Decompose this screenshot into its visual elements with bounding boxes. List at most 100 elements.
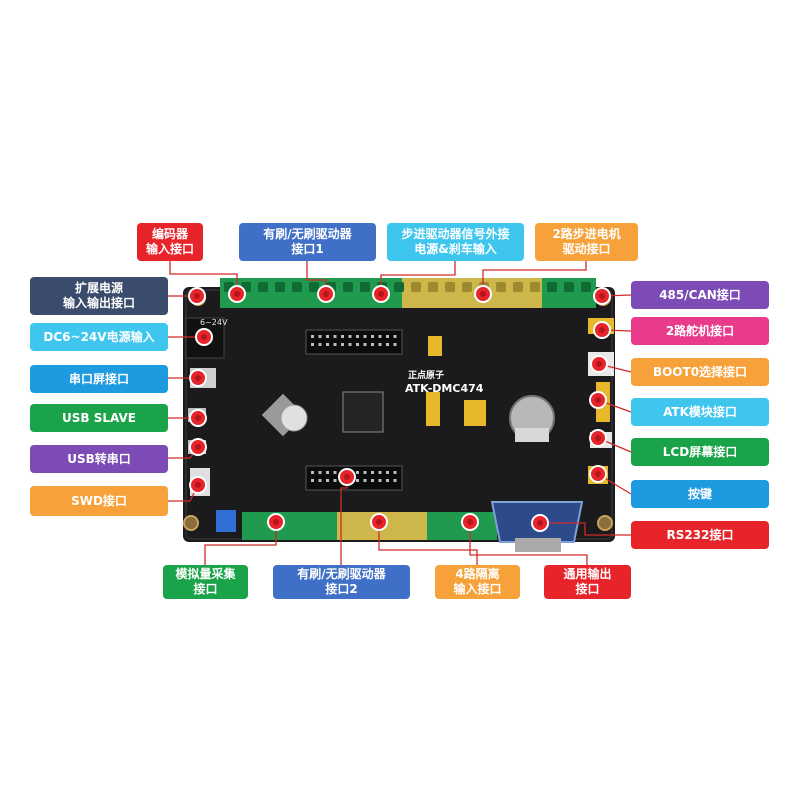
terminal-screw (513, 282, 523, 292)
terminal-screw (258, 282, 268, 292)
marker-dot-core (378, 291, 384, 297)
header-pin (356, 479, 359, 482)
header-pin (393, 471, 397, 474)
header-pin (378, 471, 382, 474)
pcb-board (183, 287, 615, 542)
leader-line-stepper-signal (380, 261, 456, 294)
marker-dot-core (194, 293, 200, 299)
board-model: ATK-DMC474 (405, 382, 484, 395)
power-label: 6~24V (200, 318, 228, 327)
marker-dot-core (195, 415, 201, 421)
header-pin (326, 471, 329, 474)
buzzer (280, 404, 308, 432)
callout-rs485-can: 485/CAN接口 (631, 281, 769, 309)
callout-boot0: BOOT0选择接口 (631, 358, 769, 386)
callout-isolated-input: 4路隔离 输入接口 (435, 565, 520, 599)
callout-lcd: LCD屏幕接口 (631, 438, 769, 466)
callout-key: 按键 (631, 480, 769, 508)
callout-rs232: RS232接口 (631, 521, 769, 549)
header-pin (333, 479, 337, 482)
marker-dot-core (599, 327, 605, 333)
marker-dot-core (234, 291, 240, 297)
header-pin (318, 471, 322, 474)
terminal-screw (411, 282, 421, 292)
terminal-screw (275, 282, 285, 292)
marker-dot-core (195, 482, 201, 488)
callout-brush-driver-1: 有刷/无刷驱动器 接口1 (239, 223, 376, 261)
callout-swd: SWD接口 (30, 486, 168, 516)
callout-stepper-signal: 步进驱动器信号外接 电源&刹车输入 (387, 223, 524, 261)
header-pin (371, 343, 374, 346)
header-pin (393, 479, 397, 482)
header-pin (371, 479, 374, 482)
mcu-chip (342, 391, 384, 433)
header-pin (386, 335, 389, 338)
header-pin (348, 335, 352, 338)
marker-dot-core (467, 519, 473, 525)
mount-hole (597, 515, 613, 531)
terminal-screw (360, 282, 370, 292)
marker-dot-core (195, 444, 201, 450)
callout-encoder: 编码器 输入接口 (137, 223, 203, 261)
marker-dot-core (595, 435, 601, 441)
header-pin (311, 335, 314, 338)
mount-hole (183, 515, 199, 531)
marker-dot-core (323, 291, 329, 297)
header-pin (356, 343, 359, 346)
terminal-screw (462, 282, 472, 292)
callout-serial-screen: 串口屏接口 (30, 365, 168, 393)
header-pin (393, 343, 397, 346)
callout-usb-serial: USB转串口 (30, 445, 168, 473)
terminal-screw (445, 282, 455, 292)
jumper (464, 400, 486, 426)
header-pin (318, 343, 322, 346)
header-pin (356, 335, 359, 338)
header-pin (363, 343, 367, 346)
callout-servo: 2路舵机接口 (631, 317, 769, 345)
callout-analog: 模拟量采集 接口 (163, 565, 248, 599)
leader-line-rs232 (540, 522, 631, 536)
header-pin (333, 343, 337, 346)
marker-dot-core (596, 361, 602, 367)
marker-dot-core (195, 375, 201, 381)
marker-dot-core (201, 334, 207, 340)
header-pin (356, 471, 359, 474)
callout-general-output: 通用输出 接口 (544, 565, 631, 599)
marker-dot-core (480, 291, 486, 297)
header-pin (318, 479, 322, 482)
callout-usb-slave: USB SLAVE (30, 404, 168, 432)
header-pin (333, 471, 337, 474)
header-pin (363, 335, 367, 338)
callout-stepper-2way: 2路步进电机 驱动接口 (535, 223, 638, 261)
terminal-block-bottom-left (242, 512, 337, 540)
marker-dot-core (344, 474, 350, 480)
marker-dot-core (595, 397, 601, 403)
leader-line-encoder (169, 261, 238, 294)
marker-dot-core (537, 520, 543, 526)
header-pin (378, 335, 382, 338)
header-pin (341, 343, 344, 346)
header-pin (386, 479, 389, 482)
header-pin (393, 335, 397, 338)
terminal-screw (428, 282, 438, 292)
header-pin (386, 343, 389, 346)
header-pin (311, 471, 314, 474)
marker-dot-core (273, 519, 279, 525)
header-pin (378, 479, 382, 482)
leader-line-analog (204, 522, 277, 565)
header-pin (348, 343, 352, 346)
header-pin (363, 471, 367, 474)
brand-logo: 正点原子 (408, 369, 444, 381)
leader-line-isolated-input (378, 522, 478, 565)
terminal-screw (547, 282, 557, 292)
header-pin (371, 471, 374, 474)
callout-atk-module: ATK模块接口 (631, 398, 769, 426)
callout-dc-power: DC6~24V电源输入 (30, 323, 168, 351)
terminal-screw (394, 282, 404, 292)
terminal-screw (564, 282, 574, 292)
header-pin (326, 335, 329, 338)
leader-line-general-output (469, 522, 588, 565)
header-pin (311, 479, 314, 482)
